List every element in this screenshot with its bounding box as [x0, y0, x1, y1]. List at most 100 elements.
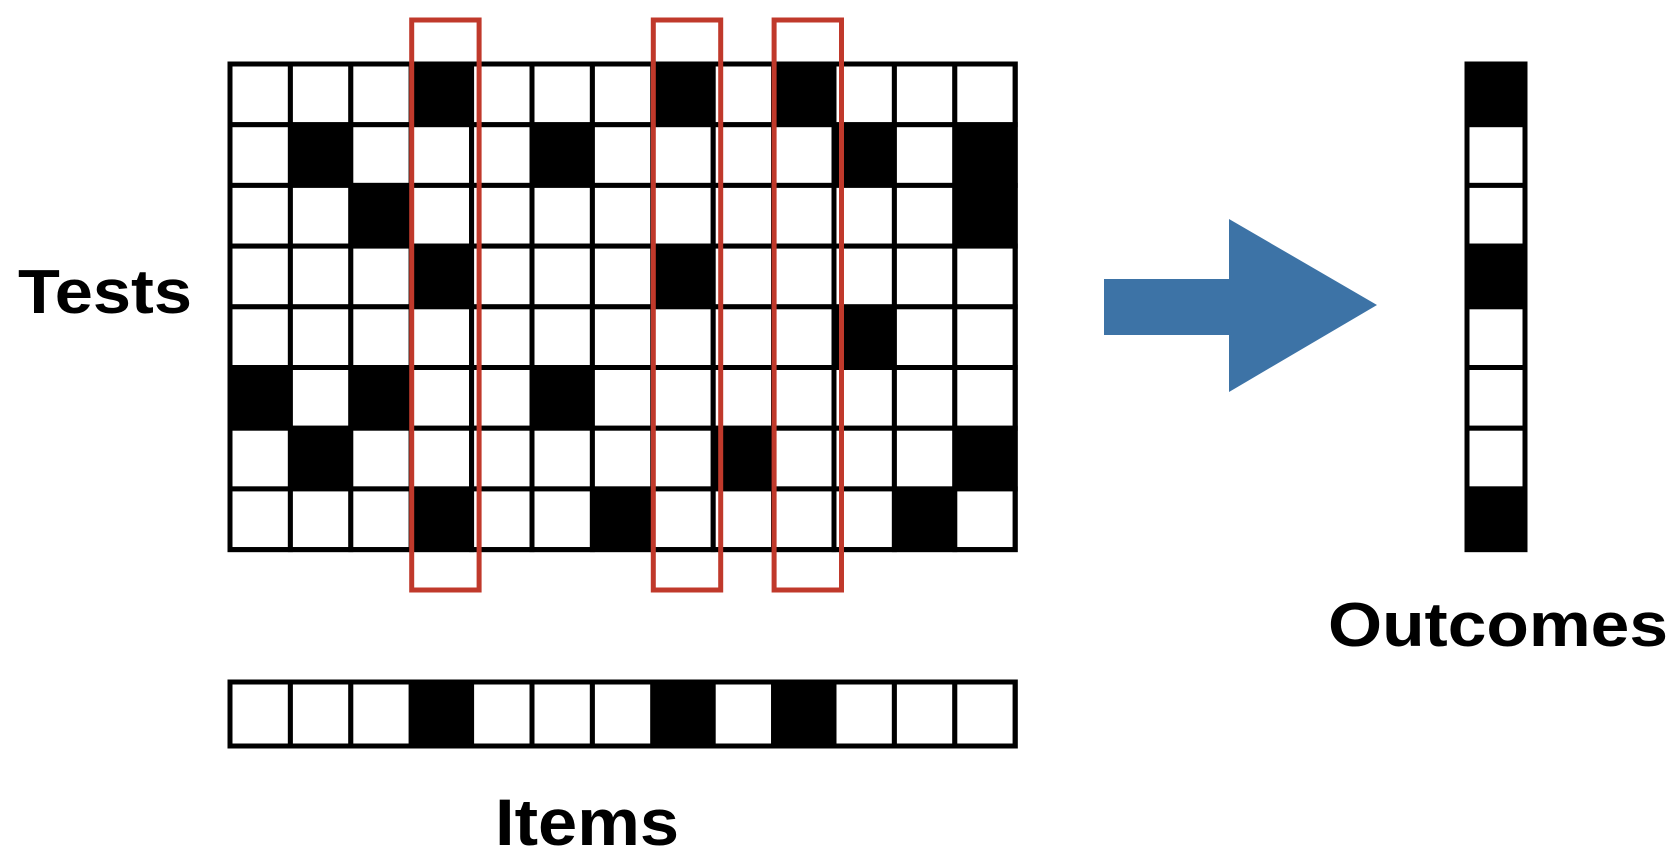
matrix-cell-empty [589, 61, 656, 128]
outcomes-vector [1464, 61, 1528, 553]
matrix-cell-empty [650, 425, 716, 492]
matrix-cell-empty [529, 425, 595, 492]
matrix-cell-empty [589, 425, 656, 492]
matrix-cell-empty [771, 486, 837, 553]
matrix-cell-empty [227, 243, 293, 310]
matrix-cell-empty [227, 304, 293, 370]
matrix-cell-empty [952, 243, 1018, 310]
matrix-cell-empty [227, 182, 293, 249]
matrix-cell-empty [710, 182, 777, 249]
item-cell-empty [348, 679, 414, 749]
arrow-icon [1104, 219, 1377, 392]
matrix-cell-empty [227, 486, 293, 553]
highlight-frame [771, 17, 844, 593]
matrix-cell-empty [891, 243, 958, 310]
matrix-cell-empty [408, 182, 475, 249]
matrix-cell-empty [408, 122, 475, 188]
matrix-cell-empty [891, 304, 958, 370]
matrix-cell-empty [771, 182, 837, 249]
matrix-cell-empty [771, 425, 837, 492]
matrix-cell-empty [771, 243, 837, 310]
matrix-cell-empty [469, 243, 535, 310]
outcome-cell-empty [1464, 425, 1528, 492]
matrix-cell-empty [287, 304, 354, 370]
right-arrow-shape [1104, 219, 1377, 392]
matrix-cell-filled [650, 61, 716, 128]
matrix-cell-filled [952, 122, 1018, 188]
matrix-cell-empty [287, 182, 354, 249]
matrix-cell-filled [529, 365, 595, 431]
matrix-border [227, 61, 1018, 553]
matrix-cell-empty [891, 182, 958, 249]
matrix-cell-empty [287, 243, 354, 310]
item-cell-empty [952, 679, 1018, 749]
matrix-cell-filled [348, 182, 414, 249]
matrix-cell-empty [348, 243, 414, 310]
item-cell-empty [710, 679, 777, 749]
matrix-cell-filled [408, 243, 475, 310]
matrix-cell-empty [891, 365, 958, 431]
matrix-cell-filled [952, 182, 1018, 249]
matrix-cell-empty [650, 304, 716, 370]
matrix-cell-empty [348, 61, 414, 128]
matrix-cell-empty [771, 365, 837, 431]
test-matrix [227, 61, 1018, 553]
matrix-cell-empty [650, 122, 716, 188]
matrix-cell-empty [891, 425, 958, 492]
item-cell-empty [227, 679, 293, 749]
highlight-frame [650, 17, 724, 593]
outcome-cell-filled [1464, 61, 1528, 128]
outcome-cell-filled [1464, 486, 1528, 553]
matrix-cell-filled [287, 425, 354, 492]
highlight-frame [409, 17, 482, 593]
item-cell-filled [771, 679, 837, 749]
matrix-cell-empty [891, 61, 958, 128]
matrix-cell-empty [771, 304, 837, 370]
matrix-cell-empty [227, 425, 293, 492]
items-label: Items [495, 785, 679, 854]
matrix-cell-filled [771, 61, 837, 128]
items-border [227, 679, 1018, 749]
matrix-cell-empty [348, 486, 414, 553]
tests-label: Tests [18, 258, 192, 327]
item-cell-empty [589, 679, 656, 749]
matrix-cell-filled [408, 486, 475, 553]
outcomes-label: Outcomes [1328, 591, 1668, 660]
matrix-cell-empty [287, 486, 354, 553]
matrix-cell-filled [891, 486, 958, 553]
matrix-cell-empty [589, 304, 656, 370]
matrix-cell-empty [348, 122, 414, 188]
matrix-cell-empty [952, 304, 1018, 370]
matrix-cell-empty [227, 61, 293, 128]
item-cell-empty [469, 679, 535, 749]
matrix-cell-filled [408, 61, 475, 128]
matrix-cell-empty [710, 365, 777, 431]
outcome-cell-empty [1464, 304, 1528, 370]
matrix-cell-empty [771, 122, 837, 188]
outcome-cell-empty [1464, 122, 1528, 188]
matrix-cell-empty [529, 243, 595, 310]
matrix-cell-empty [529, 182, 595, 249]
matrix-cell-empty [287, 365, 354, 431]
items-vector [227, 679, 1018, 749]
matrix-cell-empty [529, 61, 595, 128]
highlighted-columns [409, 17, 844, 593]
item-cell-empty [891, 679, 958, 749]
matrix-cell-empty [650, 486, 716, 553]
matrix-cell-empty [891, 122, 958, 188]
outcome-cell-filled [1464, 243, 1528, 310]
matrix-cell-empty [589, 243, 656, 310]
matrix-cell-filled [589, 486, 656, 553]
matrix-cell-empty [348, 304, 414, 370]
matrix-cell-empty [589, 122, 656, 188]
matrix-cell-empty [710, 486, 777, 553]
matrix-cell-filled [952, 425, 1018, 492]
item-cell-empty [831, 679, 897, 749]
matrix-cell-empty [650, 182, 716, 249]
matrix-cell-empty [227, 122, 293, 188]
matrix-cell-filled [287, 122, 354, 188]
item-cell-empty [529, 679, 595, 749]
outcomes-border [1464, 61, 1528, 553]
matrix-cell-empty [529, 304, 595, 370]
